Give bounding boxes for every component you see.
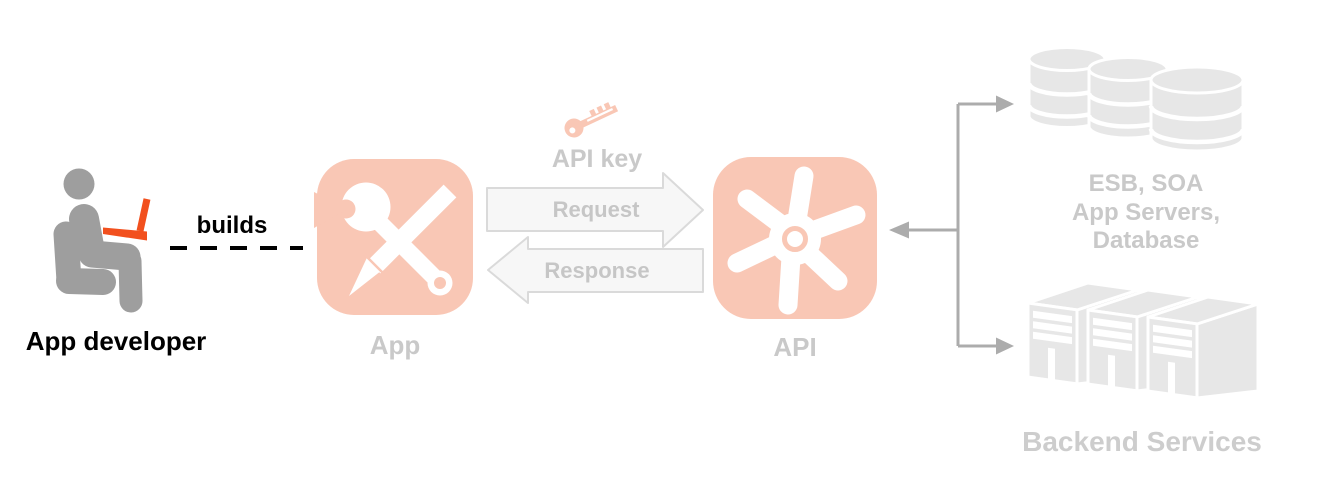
api-backend-connector: [889, 95, 1014, 355]
wrench-icon: [314, 182, 453, 296]
app-developer-label: App developer: [25, 326, 207, 356]
pencil-icon: [349, 184, 457, 296]
backend-systems-label: ESB, SOA App Servers, Database: [1046, 170, 1246, 256]
arrowhead-to-services: [996, 337, 1014, 355]
laptop-icon: [103, 198, 151, 241]
backend-systems-line-1: ESB, SOA: [1088, 170, 1204, 197]
chair-seat: [56, 268, 116, 295]
arrowhead-to-api: [889, 221, 909, 239]
database-stack-icon: [1026, 46, 1246, 153]
arrowhead-to-systems: [996, 95, 1014, 113]
app-label: App: [369, 330, 421, 360]
person-head: [63, 168, 95, 200]
api-label: API: [773, 332, 817, 362]
server-tower: [1146, 295, 1260, 400]
api-gear-icon: [727, 166, 866, 315]
response-arrow: [487, 236, 704, 304]
server-towers-icon: [1026, 281, 1260, 400]
request-arrow: [486, 172, 704, 248]
builds-label: builds: [196, 212, 268, 239]
backend-systems-line-3: Database: [1092, 227, 1200, 254]
backend-services-label: Backend Services: [1022, 426, 1262, 457]
api-key-icon: [564, 102, 619, 138]
api-key-label: API key: [551, 145, 643, 173]
api-icon: [713, 157, 877, 319]
person-shin: [118, 249, 143, 313]
request-label: Request: [552, 197, 640, 222]
app-developer-icon: [53, 168, 151, 313]
backend-systems-line-2: App Servers,: [1071, 198, 1221, 226]
app-icon: [314, 159, 473, 315]
response-label: Response: [544, 258, 650, 283]
